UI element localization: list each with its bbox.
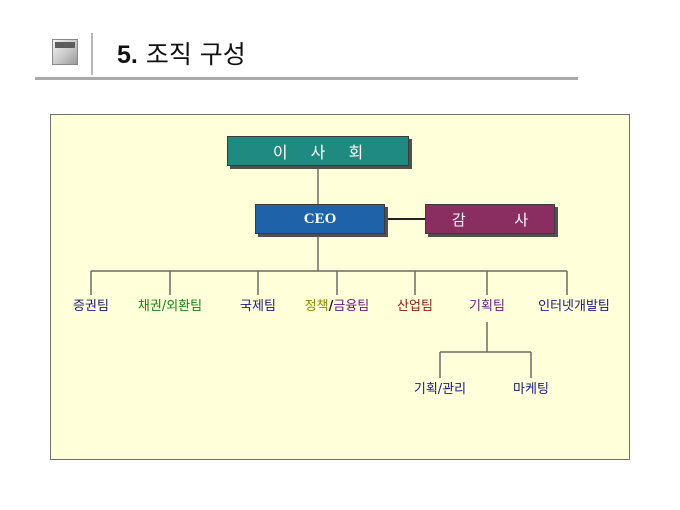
- dept-label: 기획팀: [469, 299, 505, 314]
- subdept-marketing: 마케팅: [513, 381, 549, 399]
- dept-international: 국제팀: [240, 298, 276, 316]
- dept-label-separator: /: [328, 299, 334, 314]
- org-chart-panel: [50, 114, 630, 460]
- board-of-directors-box: 이 사 회: [227, 136, 409, 166]
- header-rule: [35, 77, 578, 80]
- dept-label-rest: 금융팀: [333, 299, 370, 314]
- dept-bonds-fx: 채권/외환팀: [138, 298, 202, 316]
- header-divider: [91, 33, 93, 75]
- dept-label: 채권/외환팀: [137, 299, 203, 314]
- subdept-label: 기획/관리: [413, 382, 467, 397]
- section-title: 조직 구성: [145, 40, 246, 69]
- dept-label-main: 정책: [304, 299, 329, 314]
- dept-policy-finance: 정책/금융팀: [305, 298, 370, 316]
- subdept-label: 마케팅: [513, 382, 549, 397]
- page-title: 5. 조직 구성: [117, 35, 246, 75]
- dept-label: 증권팀: [73, 299, 109, 314]
- ceo-box: CEO: [255, 204, 385, 234]
- dept-internet-development: 인터넷개발팀: [538, 298, 610, 316]
- dept-securities: 증권팀: [73, 298, 109, 316]
- audit-box: 감 사: [425, 204, 555, 234]
- header-icon: [52, 39, 78, 65]
- dept-industry: 산업팀: [397, 298, 433, 316]
- subdept-planning-management: 기획/관리: [414, 381, 466, 399]
- dept-label: 산업팀: [397, 299, 433, 314]
- section-number: 5.: [117, 41, 138, 69]
- dept-planning: 기획팀: [469, 298, 505, 316]
- dept-label: 인터넷개발팀: [538, 299, 610, 314]
- dept-label: 국제팀: [240, 299, 276, 314]
